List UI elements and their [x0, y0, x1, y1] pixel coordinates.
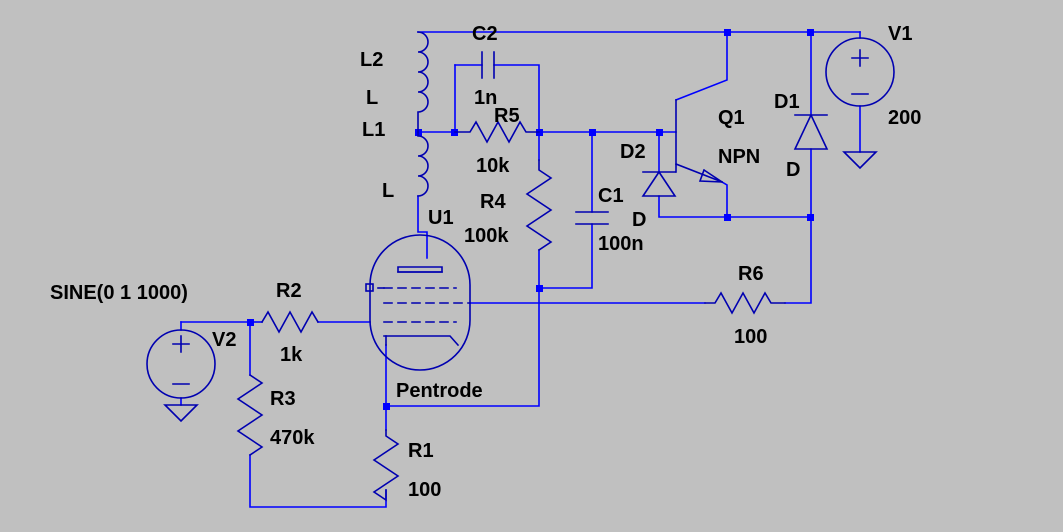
u1-value-label: Pentrode — [396, 380, 483, 402]
wire — [249, 454, 387, 508]
resistor-r4[interactable] — [525, 159, 553, 252]
d1-ref-label: D1 — [774, 91, 800, 113]
v1-ref-label: V1 — [888, 23, 912, 45]
junction-dot — [807, 29, 814, 36]
r1-ref-label: R1 — [408, 440, 434, 462]
junction-dot — [383, 403, 390, 410]
c2-value-label: 1n — [474, 87, 497, 109]
transistor-q1[interactable] — [674, 99, 724, 184]
l1-value-label: L — [382, 180, 394, 202]
diode-d1[interactable] — [793, 113, 829, 150]
inductor-l2[interactable] — [417, 31, 429, 133]
v2-ref-label: V2 — [212, 329, 236, 351]
wire — [784, 148, 812, 304]
wire — [493, 64, 540, 133]
junction-dot — [807, 214, 814, 221]
wire — [658, 195, 728, 218]
resistor-r5[interactable] — [454, 120, 540, 144]
r1-value-label: 100 — [408, 479, 441, 501]
wire — [417, 195, 428, 259]
wire — [720, 180, 812, 218]
voltage-source-v2[interactable] — [146, 329, 216, 423]
wire — [674, 31, 728, 102]
d1-value-label: D — [786, 159, 800, 181]
r4-value-label: 100k — [464, 225, 509, 247]
capacitor-c1[interactable] — [575, 211, 609, 225]
c1-value-label: 100n — [598, 233, 644, 255]
c1-ref-label: C1 — [598, 185, 624, 207]
tube-u1[interactable] — [365, 234, 471, 371]
junction-dot — [724, 214, 731, 221]
l1-ref-label: L1 — [362, 119, 385, 141]
resistor-r3[interactable] — [236, 373, 264, 457]
wires — [180, 31, 861, 508]
r5-ref-label: R5 — [494, 105, 520, 127]
l2-ref-label: L2 — [360, 49, 383, 71]
junction-dot — [536, 285, 543, 292]
q1-value-label: NPN — [718, 146, 760, 168]
wire — [385, 249, 540, 407]
capacitor-c2[interactable] — [481, 51, 495, 79]
r3-ref-label: R3 — [270, 388, 296, 410]
r3-value-label: 470k — [270, 427, 315, 449]
resistor-r2[interactable] — [260, 310, 320, 334]
r6-value-label: 100 — [734, 326, 767, 348]
r2-value-label: 1k — [280, 344, 303, 366]
voltage-source-v1[interactable] — [825, 37, 895, 170]
resistor-r6[interactable] — [704, 291, 786, 315]
l2-value-label: L — [366, 87, 378, 109]
r6-ref-label: R6 — [738, 263, 764, 285]
resistor-r1[interactable] — [372, 429, 400, 502]
r2-ref-label: R2 — [276, 280, 302, 302]
junctions — [247, 29, 814, 410]
wire — [538, 223, 593, 289]
junction-dot — [589, 129, 596, 136]
r4-ref-label: R4 — [480, 191, 506, 213]
d2-value-label: D — [632, 209, 646, 231]
junction-dot — [656, 129, 663, 136]
diode-d2[interactable] — [641, 170, 677, 197]
r5-value-label: 10k — [476, 155, 510, 177]
q1-ref-label: Q1 — [718, 107, 745, 129]
inductor-l1[interactable] — [417, 131, 429, 197]
u1-ref-label: U1 — [428, 207, 454, 229]
junction-dot — [724, 29, 731, 36]
v2-value-label: SINE(0 1 1000) — [50, 282, 188, 304]
junction-dot — [247, 319, 254, 326]
d2-ref-label: D2 — [620, 141, 646, 163]
v1-value-label: 200 — [888, 107, 921, 129]
c2-ref-label: C2 — [472, 23, 498, 45]
